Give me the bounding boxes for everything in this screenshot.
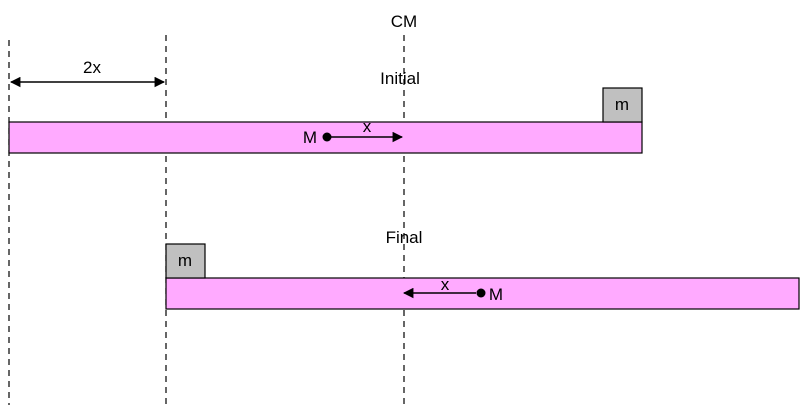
cm-label: CM — [391, 12, 417, 31]
final-mass-label: M — [489, 285, 503, 304]
two-x-label: 2x — [83, 58, 101, 77]
final-block — [165, 243, 206, 279]
final-mass-center-dot — [476, 288, 486, 298]
initial-block — [602, 87, 643, 123]
final-block-label: m — [178, 251, 192, 270]
final-label: Final — [386, 228, 423, 247]
initial-mass-center-dot — [322, 132, 332, 142]
initial-block-label: m — [615, 95, 629, 114]
initial-mass-label: M — [303, 128, 317, 147]
initial-x-label: x — [363, 117, 372, 136]
final-x-label: x — [441, 275, 450, 294]
initial-label: Initial — [380, 69, 420, 88]
